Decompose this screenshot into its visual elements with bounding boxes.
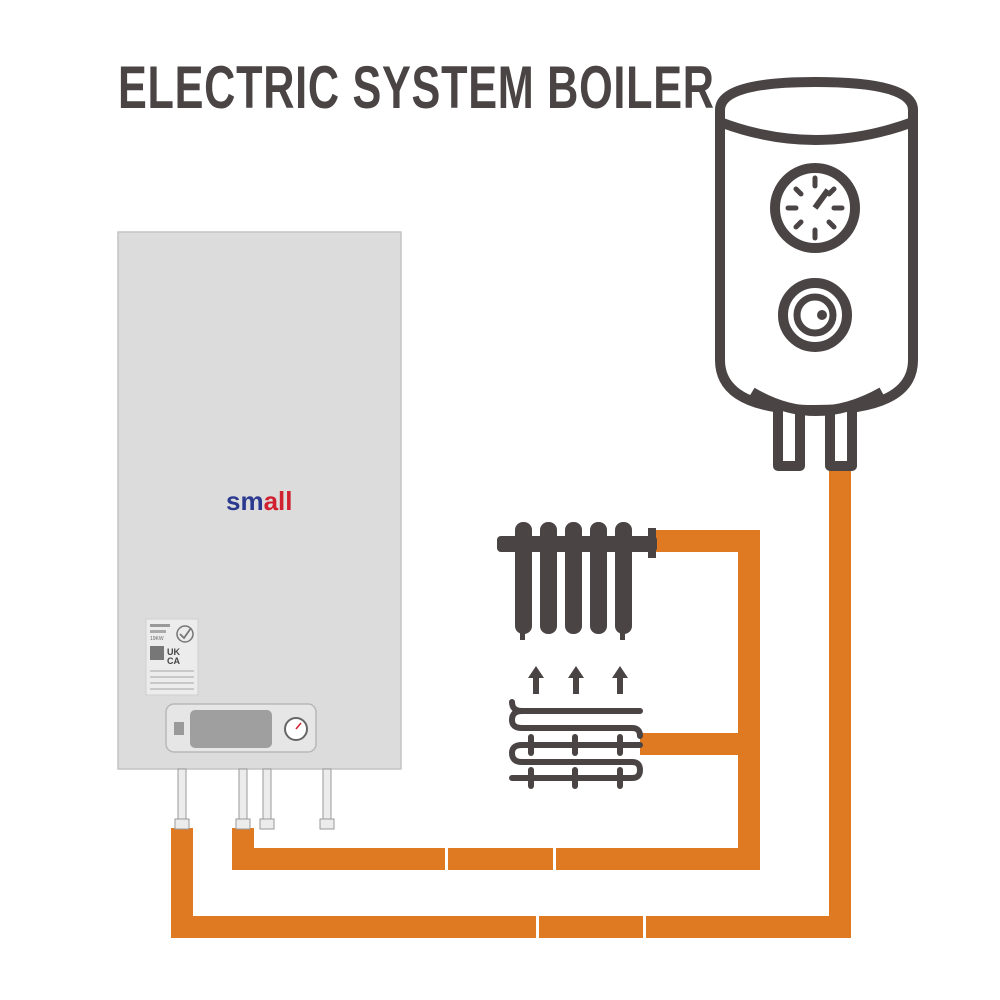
brand-logo: small: [226, 486, 293, 516]
power-switch: [174, 722, 184, 735]
display-screen: [190, 710, 272, 748]
pipe-segment: [171, 916, 851, 938]
radiator-icon: [497, 522, 657, 640]
boiler-connectors: [174, 768, 335, 830]
temperature-knob-icon: [778, 278, 852, 352]
pipe-segment: [738, 530, 760, 870]
thermostat-dial-icon: [770, 163, 860, 253]
brand-prefix: sm: [226, 486, 264, 516]
rating-label: 19KW UK CA: [145, 618, 199, 696]
pipe-segment: [171, 828, 193, 938]
label-model: 19KW: [150, 636, 164, 642]
pressure-gauge-icon: [284, 717, 308, 741]
heat-rising-arrows-icon: [528, 666, 628, 694]
ukca-mark-bottom: CA: [167, 656, 180, 666]
underfloor-heating-icon: [508, 699, 644, 789]
pipe-segment: [232, 848, 760, 870]
pipework: [171, 468, 851, 938]
pipe-segment: [640, 733, 760, 755]
ukca-mark-top: UK: [167, 647, 180, 657]
hot-water-cylinder-icon: [715, 77, 918, 471]
control-panel: [165, 703, 317, 753]
page-title: ELECTRIC SYSTEM BOILER: [118, 54, 715, 121]
brand-suffix: all: [264, 486, 293, 516]
checkmark-icon: [176, 625, 194, 643]
pipe-segment: [829, 468, 851, 938]
boiler-unit-icon: small 19KW UK CA: [117, 231, 402, 830]
pipe-segment: [648, 530, 760, 552]
